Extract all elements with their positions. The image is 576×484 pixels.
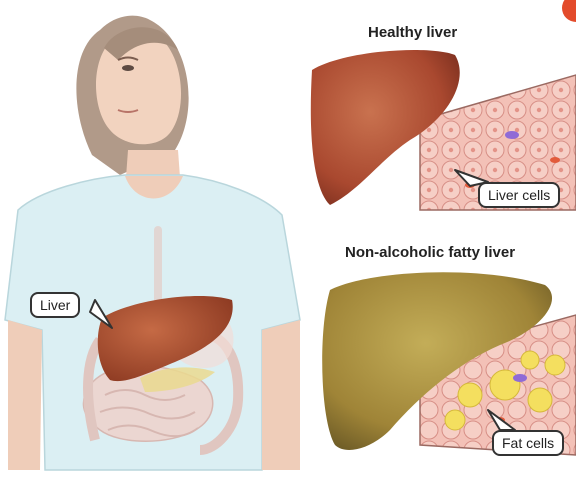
fatty-liver-title: Non-alcoholic fatty liver xyxy=(345,244,515,261)
fat-cell xyxy=(490,370,520,400)
liver-callout: Liver xyxy=(30,292,80,318)
corner-accent xyxy=(562,0,576,22)
fat-cells-callout: Fat cells xyxy=(492,430,564,456)
woman-figure xyxy=(5,16,300,470)
left-arm xyxy=(8,320,42,470)
fat-cell xyxy=(458,383,482,407)
liver-cells-callout: Liver cells xyxy=(478,182,560,208)
eye xyxy=(122,65,134,71)
fat-cell xyxy=(445,410,465,430)
fatty-liver-panel xyxy=(322,272,576,455)
cell-purple xyxy=(505,131,519,139)
cell-red xyxy=(550,157,560,163)
fat-cell xyxy=(545,355,565,375)
fat-cell xyxy=(528,388,552,412)
right-arm xyxy=(262,320,300,470)
healthy-liver-title: Healthy liver xyxy=(368,24,457,41)
cell-purple xyxy=(513,374,527,382)
fat-cell xyxy=(521,351,539,369)
